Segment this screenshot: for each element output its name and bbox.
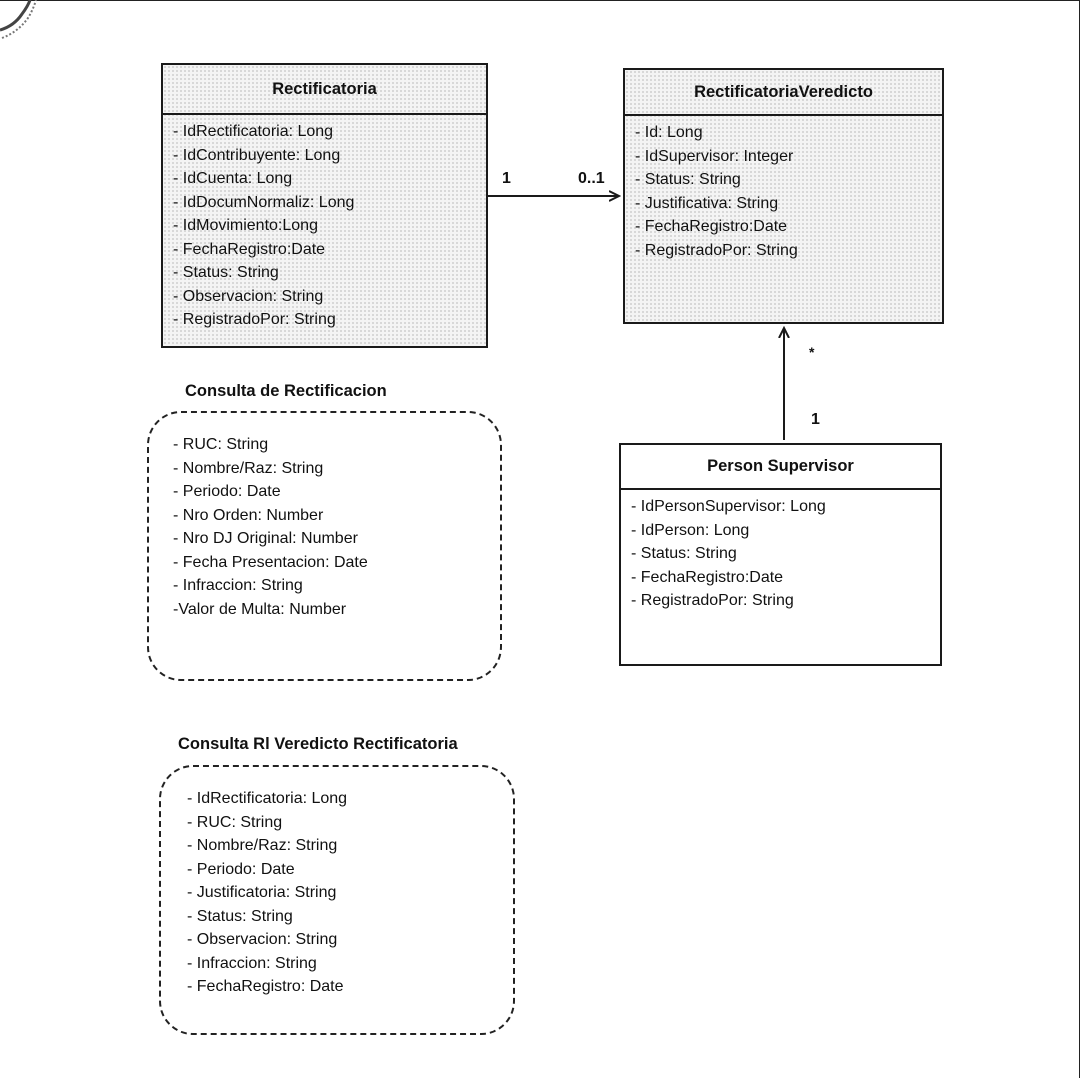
attribute-row: - RegistradoPor: String xyxy=(173,311,336,328)
stamp-mark xyxy=(0,0,37,39)
attribute-row: - IdDocumNormaliz: Long xyxy=(173,193,355,211)
attribute-row: - Status: String xyxy=(173,264,279,281)
attribute-row: - RUC: String xyxy=(187,813,283,831)
attribute-row: - Periodo: Date xyxy=(187,860,295,878)
attribute-row: - Justificativa: String xyxy=(635,194,779,212)
multiplicity-rectificatoria: 1 xyxy=(502,170,511,187)
attribute-row: - Observacion: String xyxy=(173,287,324,305)
attribute-row: - Nombre/Raz: String xyxy=(187,837,338,854)
attribute-row: - Nombre/Raz: String xyxy=(173,459,324,477)
query-box-rectificacion: - RUC: String - Nombre/Raz: String - Perio… xyxy=(147,411,502,681)
attribute-row: - Fecha Presentacion: Date xyxy=(173,553,368,571)
class-rectificatoria: Rectificatoria - IdRectificatoria: Long-… xyxy=(161,63,488,348)
attribute-row: - Nro DJ Original: Number xyxy=(173,530,358,547)
attribute-row: - RegistradoPor: String xyxy=(635,241,798,259)
attribute-list: - IdPersonSupervisor: Long - IdPerson: Lo… xyxy=(621,490,940,613)
query-title-veredicto: Consulta Rl Veredicto Rectificatoria xyxy=(178,735,458,753)
attribute-row: - IdMovimiento:Long xyxy=(173,217,318,234)
attribute-row: - IdPersonSupervisor: Long xyxy=(631,498,826,515)
attribute-row: - FechaRegistro: Date xyxy=(187,978,344,995)
attribute-row: - RUC: String xyxy=(173,436,269,453)
class-title: Person Supervisor xyxy=(621,445,940,490)
attribute-row: - IdRectificatoria: Long xyxy=(173,123,334,140)
multiplicity-supervisor: 1 xyxy=(811,411,820,428)
attribute-row: - Justificatoria: String xyxy=(187,884,337,901)
attribute-row: - IdCuenta: Long xyxy=(173,170,293,187)
attribute-row: - Id: Long xyxy=(635,124,703,141)
attribute-row: - Status: String xyxy=(187,907,293,925)
attribute-row: - Observacion: String xyxy=(187,931,338,948)
class-title: Rectificatoria xyxy=(163,65,486,115)
attribute-row: - FechaRegistro:Date xyxy=(635,218,788,235)
attribute-list: - RUC: String - Nombre/Raz: String - Perio… xyxy=(149,413,500,621)
attribute-row: - Status: String xyxy=(635,171,741,188)
multiplicity-veredicto: 0..1 xyxy=(578,170,605,187)
class-title: RectificatoriaVeredicto xyxy=(625,70,942,116)
attribute-row: -Valor de Multa: Number xyxy=(173,600,347,618)
attribute-row: - IdRectificatoria: Long xyxy=(187,790,348,807)
attribute-row: - FechaRegistro:Date xyxy=(173,240,326,258)
class-rectificatoria-veredicto: RectificatoriaVeredicto - Id: Long - IdSu… xyxy=(623,68,944,324)
attribute-row: - Status: String xyxy=(631,545,737,562)
attribute-row: - Infraccion: String xyxy=(173,577,303,594)
attribute-list: - IdRectificatoria: Long - IdContribuyent… xyxy=(163,115,486,332)
multiplicity-veredicto-many: * xyxy=(809,344,815,360)
query-box-veredicto: - IdRectificatoria: Long - RUC: String - N… xyxy=(159,765,515,1035)
attribute-list: - IdRectificatoria: Long - RUC: String - N… xyxy=(161,767,513,999)
attribute-row: - Periodo: Date xyxy=(173,483,281,500)
attribute-row: - RegistradoPor: String xyxy=(631,592,794,609)
attribute-row: - IdSupervisor: Integer xyxy=(635,147,794,165)
attribute-row: - IdPerson: Long xyxy=(631,521,750,539)
attribute-row: - IdContribuyente: Long xyxy=(173,146,341,164)
query-title-rectificacion: Consulta de Rectificacion xyxy=(185,382,387,400)
attribute-row: - Infraccion: String xyxy=(187,954,317,972)
attribute-row: - FechaRegistro:Date xyxy=(631,568,784,586)
attribute-row: - Nro Orden: Number xyxy=(173,506,324,524)
class-person-supervisor: Person Supervisor - IdPersonSupervisor: … xyxy=(619,443,942,666)
attribute-list: - Id: Long - IdSupervisor: Integer - Statu… xyxy=(625,116,942,262)
